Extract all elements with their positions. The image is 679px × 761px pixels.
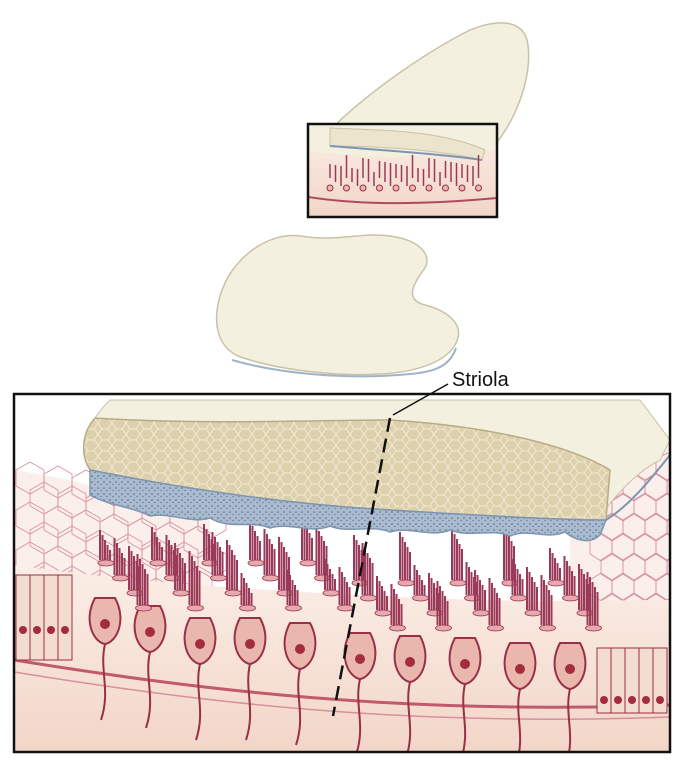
middle-otolithic-membrane <box>215 234 460 378</box>
inset-macula-detail <box>308 124 497 217</box>
stereocilia-bundles <box>97 518 602 632</box>
gelatinous-layer <box>89 469 608 542</box>
inset-stereocilia <box>326 155 482 192</box>
hair-cells <box>88 597 587 752</box>
striola-leader-line <box>392 383 449 416</box>
supporting-cells <box>15 574 668 714</box>
striola-dashed-line <box>331 417 392 717</box>
inset-frame <box>306 122 499 219</box>
detail-frame <box>12 392 672 754</box>
striola-label: Striola <box>452 369 509 391</box>
macula-detail <box>14 394 670 752</box>
